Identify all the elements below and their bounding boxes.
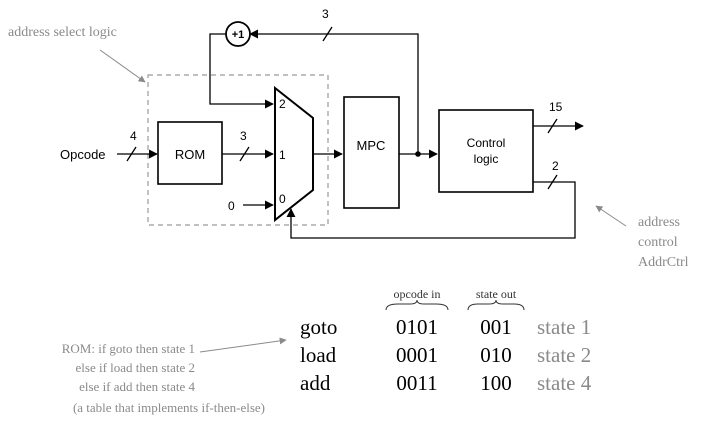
opcode-bus-slash	[126, 146, 137, 162]
row-opcode: 0001	[396, 343, 438, 367]
row-state: 001	[480, 315, 512, 339]
row-name: goto	[300, 315, 337, 339]
row-name: load	[300, 343, 337, 367]
row-name: add	[300, 371, 331, 395]
rom-description-3: else if add then state 4	[79, 379, 195, 394]
opcode-in-header: opcode in	[394, 287, 441, 301]
addr-ctrl-pointer	[595, 205, 627, 227]
rom-bus-width: 3	[240, 129, 247, 143]
feedback-wire	[249, 29, 419, 154]
multiplexer	[274, 85, 314, 223]
addr-ctrl-wire	[286, 181, 576, 239]
control-logic-label-1: Control	[467, 136, 506, 150]
control-bus-width: 15	[549, 100, 563, 114]
rom-label: ROM	[175, 147, 205, 162]
rom-block	[157, 121, 223, 185]
row-opcode: 0011	[396, 371, 437, 395]
rom-table-row-goto: goto 0101 001 state 1	[300, 315, 591, 339]
address-select-pointer	[99, 49, 146, 83]
mux-input-2-label: 2	[279, 97, 286, 111]
addr-ctrl-annotation-3: AddrCtrl	[638, 255, 689, 270]
rom-description-4: (a table that implements if-then-else)	[73, 400, 265, 415]
addr-ctrl-annotation-1: address	[638, 215, 680, 230]
row-label: state 4	[537, 371, 592, 395]
row-state: 100	[480, 371, 512, 395]
rom-description-pointer	[199, 337, 287, 353]
increment-wire	[209, 33, 274, 109]
rom-description-1: ROM: if goto then state 1	[62, 341, 195, 356]
rom-description-2: else if load then state 2	[76, 360, 196, 375]
rom-bus-slash	[239, 146, 250, 162]
control-logic-block	[438, 109, 534, 193]
feedback-bus-width: 3	[322, 7, 329, 21]
addr-ctrl-annotation-2: control	[638, 235, 678, 250]
state-out-header: state out	[476, 287, 517, 301]
opcode-bus-width: 4	[130, 129, 137, 143]
state-out-brace	[467, 299, 525, 311]
row-label: state 1	[537, 315, 591, 339]
mpc-block	[343, 96, 400, 209]
row-state: 010	[480, 343, 512, 367]
control-logic-label-2: logic	[474, 152, 499, 166]
address-select-box	[147, 74, 329, 226]
incrementer-label: +1	[232, 29, 245, 41]
feedback-bus-slash	[322, 26, 333, 42]
address-select-logic-label: address select logic	[8, 25, 117, 40]
row-label: state 2	[537, 343, 591, 367]
rom-table-row-add: add 0011 100 state 4	[300, 371, 592, 395]
mux-input-0-label: 0	[279, 192, 286, 206]
mux-input-1-label: 1	[279, 148, 286, 162]
control-bus-slash	[547, 118, 558, 134]
opcode-in-brace	[385, 299, 449, 311]
opcode-label: Opcode	[60, 147, 106, 162]
addr-ctrl-bus-width: 2	[552, 159, 559, 173]
mpc-label: MPC	[357, 138, 386, 153]
rom-table-row-load: load 0001 010 state 2	[300, 343, 591, 367]
addr-ctrl-bus-slash	[547, 174, 558, 190]
row-opcode: 0101	[396, 315, 438, 339]
constant-zero-label: 0	[228, 199, 235, 213]
